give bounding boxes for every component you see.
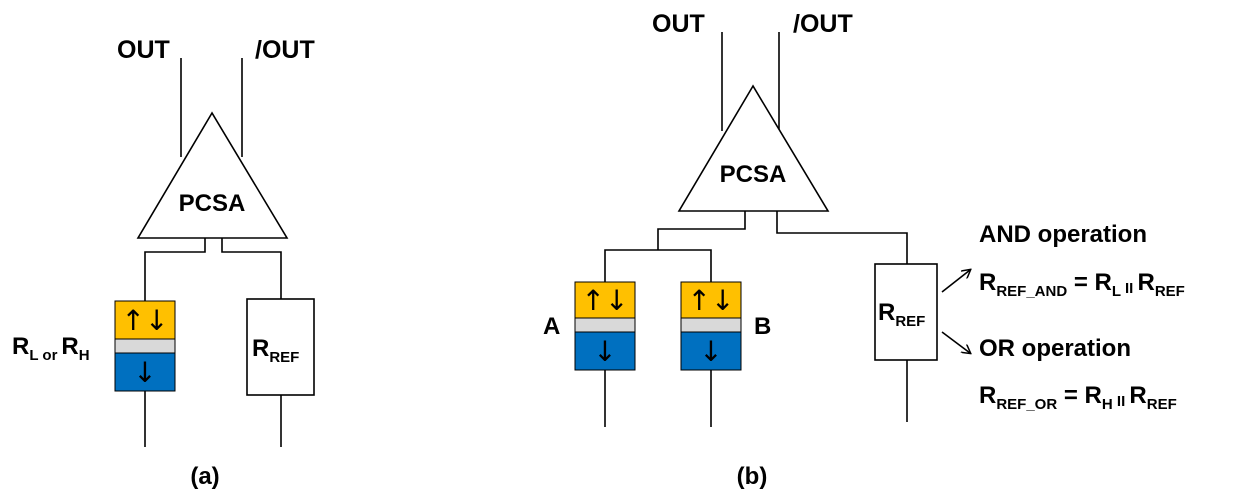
barrier-layer-a [114,338,176,354]
and-operation-equation: RREF_AND = RL II RREF [979,269,1185,300]
barrier-layer-b2 [680,317,742,333]
ref-resistor-b [874,263,938,361]
fixed-layer-b1 [574,331,636,371]
out-bar-label-a: /OUT [255,36,315,64]
down-arrow-icon: ↓ [593,335,616,368]
ref-label-a: RREF [252,335,299,366]
right-arrow-icon [941,331,970,353]
mtj-wire-a [144,238,206,301]
caption-b: (b) [737,463,768,490]
up-down-arrow-icon: ↑↓ [582,284,629,317]
mtj-device-b-input: ↑↓ ↓ [680,281,742,371]
barrier-layer-b1 [574,317,636,333]
fixed-layer-b2 [680,331,742,371]
out-label-b: OUT [652,10,705,38]
free-layer-b1 [574,281,636,319]
mtj-device-a-input: ↑↓ ↓ [574,281,636,371]
mtj-a-label: A [543,313,560,340]
pcsa-label-b: PCSA [720,161,787,188]
mtj-device-a: ↑↓ ↓ [114,300,176,392]
pcsa-amplifier-a [136,111,289,239]
mtj-branch-wire-b [604,249,712,282]
pcsa-amplifier-b [677,84,830,212]
ref-label-b: RREF [878,299,925,330]
fixed-layer-a [114,352,176,392]
free-layer-b2 [680,281,742,319]
up-down-arrow-icon: ↑↓ [122,304,169,337]
ref-wire-b [776,211,908,264]
out-bar-label-b: /OUT [793,10,853,38]
right-arrow-icon [941,270,970,293]
mtj-bus-wire-b [657,211,746,250]
or-operation-title: OR operation [979,335,1131,362]
ref-wire-a [221,238,282,299]
down-arrow-icon: ↓ [699,335,722,368]
up-down-arrow-icon: ↑↓ [688,284,735,317]
caption-a: (a) [190,463,219,490]
panel-b: OUT /OUT PCSA ↑↓ ↓ A ↑↓ ↓ B [543,10,1185,490]
out-label-a: OUT [117,36,170,64]
ref-resistor-a [246,298,315,396]
mtj-b-label: B [754,313,771,340]
and-operation-title: AND operation [979,221,1147,248]
down-arrow-icon: ↓ [133,356,156,389]
pcsa-label-a: PCSA [179,190,246,217]
free-layer-a [114,300,176,340]
or-operation-equation: RREF_OR = RH II RREF [979,382,1177,413]
